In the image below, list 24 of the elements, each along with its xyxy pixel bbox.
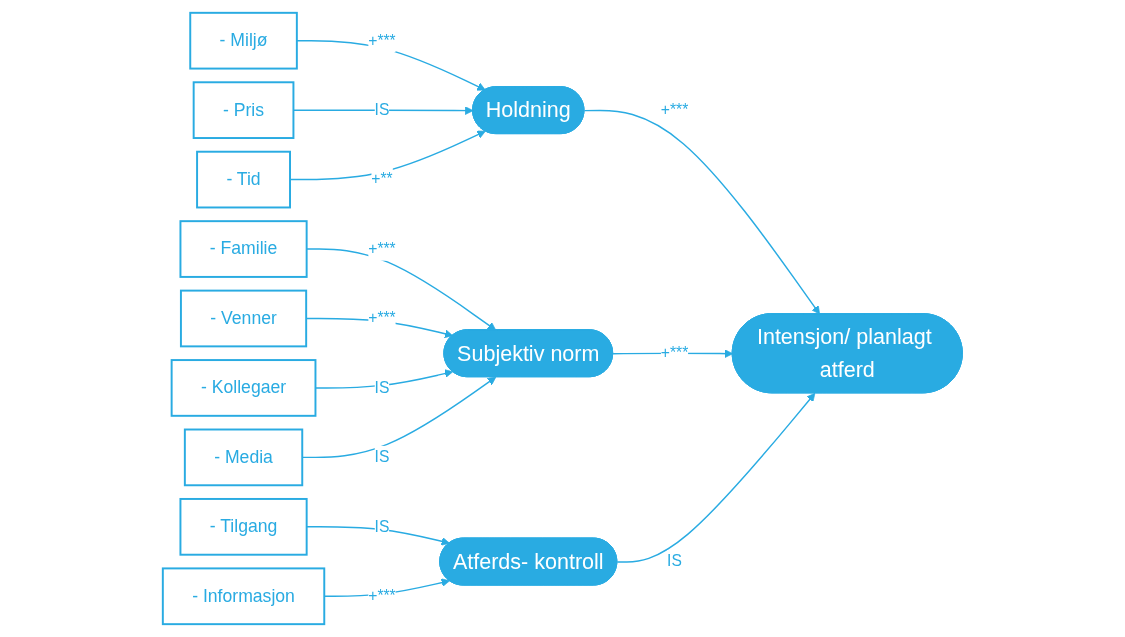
node-box: - Media: [183, 428, 304, 487]
arrow: [289, 130, 486, 181]
edge-label: +***: [660, 101, 689, 118]
node-box: - Informasjon: [161, 567, 326, 626]
node-box: - Familie: [179, 220, 308, 278]
node-box: - Kollegaer: [170, 359, 317, 417]
edge-label: +***: [368, 240, 396, 257]
node-box: - Miljø: [189, 11, 298, 70]
edge-label: IS: [374, 379, 390, 396]
edge-label: +***: [368, 309, 396, 327]
edge-label: IS: [667, 552, 682, 570]
node-box: - Tilgang: [179, 497, 308, 556]
edge-label: +***: [368, 31, 396, 49]
node-box: - Pris: [192, 81, 295, 139]
edge-label: +**: [371, 170, 393, 188]
edge-label: IS: [374, 448, 390, 466]
edge-label: IS: [374, 518, 390, 535]
node-box: - Venner: [179, 289, 308, 348]
arrow: [583, 109, 820, 315]
arrow: [616, 392, 816, 563]
node-box: - Tid: [196, 150, 291, 209]
edge-label: IS: [374, 101, 390, 118]
edge-label: +***: [368, 587, 396, 605]
edge-label: +***: [660, 344, 689, 362]
